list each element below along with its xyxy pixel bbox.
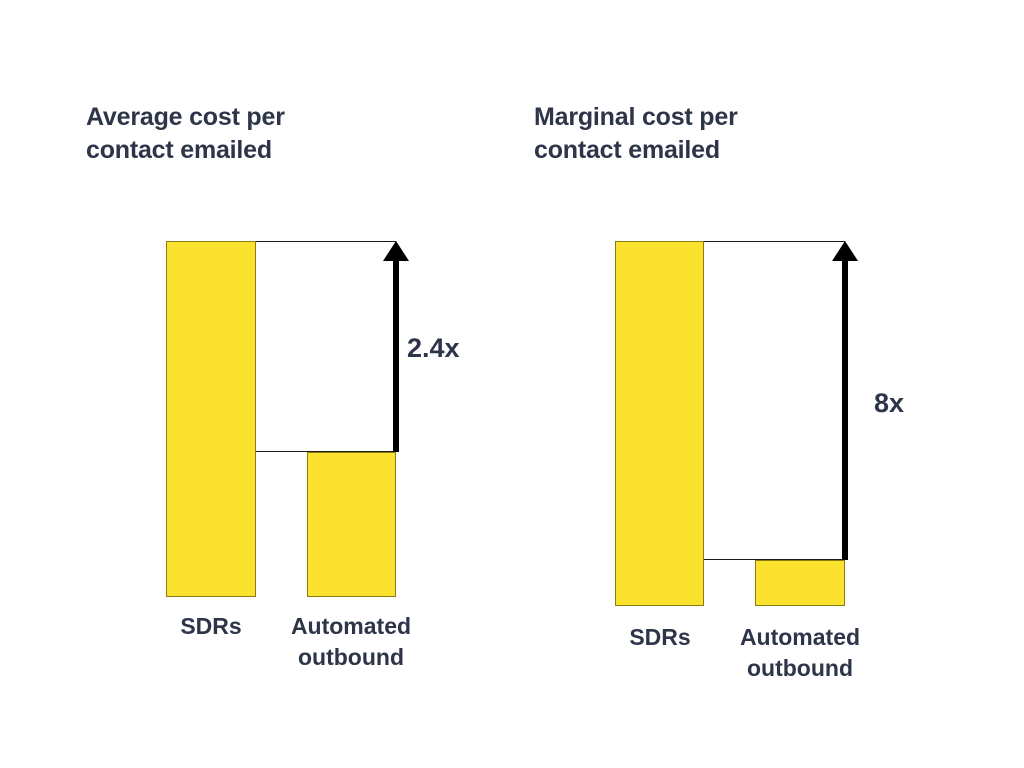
- bar-automated-outbound: [307, 452, 396, 597]
- page-title: Average cost per contact emailed: [86, 103, 285, 164]
- delta-arrow-head-icon: [832, 241, 858, 261]
- chart-panel-average-cost: Average cost per contact emailed 2.4x SD…: [86, 103, 460, 670]
- delta-arrow-shaft: [393, 258, 399, 452]
- delta-arrow-head-icon: [383, 241, 409, 261]
- multiplier-label: 2.4x: [407, 333, 460, 363]
- plot-area-marginal-cost: 8x SDRs Automated outbound: [512, 0, 1024, 768]
- chart-panel-marginal-cost: Marginal cost per contact emailed 8x SDR…: [512, 0, 1024, 768]
- category-label-sdrs: SDRs: [180, 613, 242, 639]
- page-title: Marginal cost per contact emailed: [534, 103, 738, 164]
- category-label-sdrs: SDRs: [629, 624, 691, 650]
- bar-sdrs: [615, 241, 704, 606]
- delta-box: [704, 241, 845, 560]
- bar-sdrs: [166, 241, 256, 597]
- delta-box: [256, 241, 396, 452]
- plot-area-average-cost: 2.4x SDRs Automated outbound: [166, 241, 460, 670]
- category-label-automated-outbound: Automated outbound: [290, 613, 412, 670]
- delta-arrow-shaft: [842, 258, 848, 560]
- multiplier-label: 8x: [874, 388, 905, 418]
- bar-automated-outbound: [755, 560, 845, 606]
- category-label-automated-outbound: Automated outbound: [739, 624, 861, 681]
